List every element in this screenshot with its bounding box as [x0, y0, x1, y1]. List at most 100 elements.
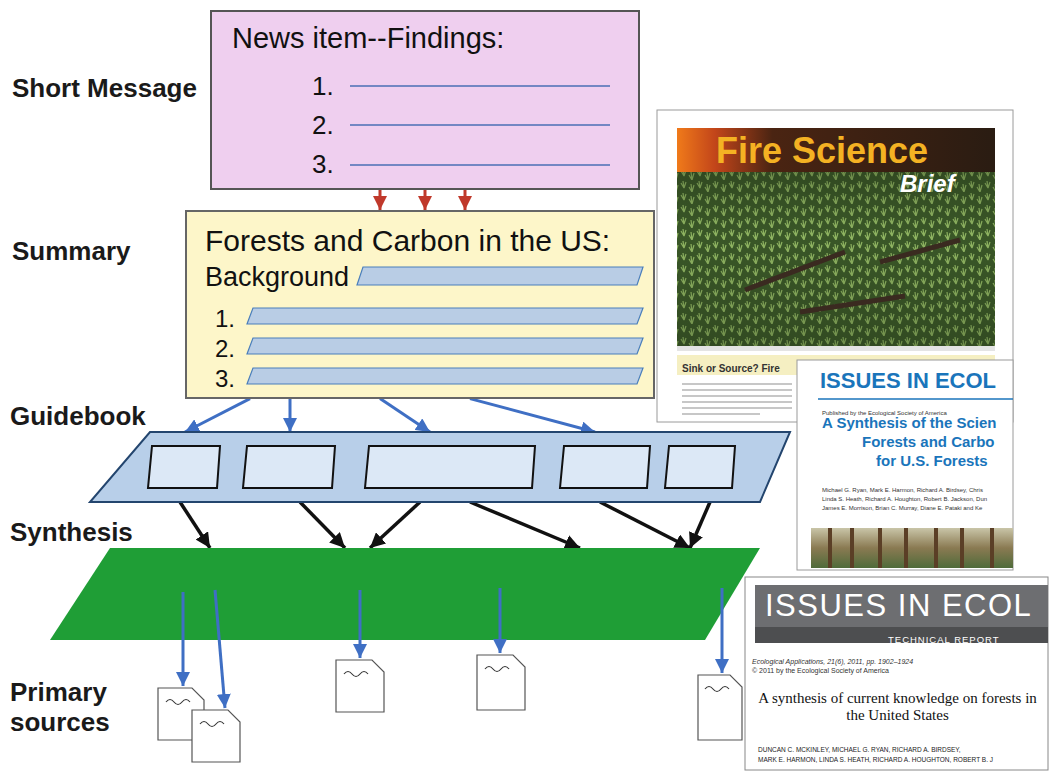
cover-title: A synthesis of current knowledge on fore…	[755, 690, 1040, 725]
document-icon	[192, 710, 240, 762]
cover-authors: DUNCAN C. MCKINLEY, MICHAEL G. RYAN, RIC…	[758, 746, 961, 753]
cover-title: Brief	[900, 170, 955, 198]
document-squiggle	[705, 687, 729, 692]
summary-bar	[247, 308, 643, 324]
document-squiggle	[200, 722, 224, 727]
synthesis-band: Synthesis	[50, 548, 760, 640]
cover-authors: Michael G. Ryan, Mark E. Harmon, Richard…	[822, 487, 983, 494]
cover-title: for U.S. Forests	[876, 452, 988, 469]
flow-arrow	[464, 190, 467, 210]
cover-citation: © 2011 by the Ecological Society of Amer…	[752, 667, 889, 675]
guidebook-section	[665, 446, 735, 488]
forest-photo	[811, 528, 1013, 568]
issues-in-ecology-cover	[797, 360, 1013, 570]
flow-arrow	[380, 399, 430, 432]
flow-arrow	[370, 502, 420, 548]
flow-arrow	[470, 502, 580, 548]
layer-heading: Summary	[12, 237, 131, 267]
guidebook-band-outline	[90, 432, 795, 502]
document-squiggle	[485, 667, 509, 672]
item-number: 3.	[312, 150, 334, 180]
layer-heading: Synthesis	[10, 518, 133, 548]
guidebook-section	[365, 446, 535, 488]
flow-arrow	[379, 190, 382, 210]
cover-page	[797, 360, 1013, 570]
cover-photo-shade	[677, 128, 995, 346]
flow-arrow	[300, 502, 345, 548]
source-arrow	[721, 588, 724, 673]
cover-title: Fire Science	[716, 130, 928, 171]
technical-report-cover	[745, 577, 1048, 770]
cover-headline: Sink or Source? Fire	[682, 363, 780, 375]
document-icon	[336, 660, 384, 712]
cover-authors: Linda S. Heath, Richard A. Houghton, Rob…	[822, 496, 987, 503]
box-title: Forests and Carbon in the US:	[205, 224, 610, 259]
item-number: 1.	[215, 305, 235, 333]
document-icon	[477, 655, 525, 710]
guidebook-band-shape	[90, 432, 790, 502]
fire-science-brief-cover	[657, 110, 1013, 422]
item-number: 3.	[215, 365, 235, 393]
source-arrow	[499, 588, 502, 653]
source-arrow	[359, 590, 362, 658]
document-page	[698, 675, 742, 740]
cover-title-bar	[755, 585, 1048, 627]
cover-rule	[818, 398, 1013, 400]
fallen-logs	[745, 240, 960, 312]
summary-bar	[247, 338, 643, 354]
layer-heading: Guidebook	[10, 402, 146, 432]
cover-page	[657, 110, 1013, 422]
summary-bar	[357, 267, 643, 285]
guidebook-section	[560, 446, 650, 488]
box-title: News item--Findings:	[232, 22, 504, 55]
flow-arrow	[470, 399, 595, 432]
finding-line	[350, 85, 610, 87]
summary-box: SummaryForests and Carbon in the US:Back…	[185, 210, 655, 399]
cover-authors: MARK E. HARMON, LINDA S. HEATH, RICHARD …	[758, 756, 993, 763]
flow-arrow	[180, 502, 210, 548]
section-heading: Background	[205, 262, 349, 293]
item-number: 1.	[312, 72, 334, 102]
flow-arrow	[289, 399, 292, 432]
cover-photo	[677, 128, 995, 346]
flow-arrow	[185, 399, 250, 432]
message-box: Short MessageNews item--Findings:1.2.3.	[210, 10, 640, 190]
source-arrow	[215, 590, 225, 708]
document-squiggle	[344, 672, 368, 677]
cover-citation: Ecological Applications, 21(6), 2011, pp…	[752, 658, 913, 666]
flow-arrow	[690, 502, 710, 548]
document-page	[192, 710, 240, 762]
finding-line	[350, 124, 610, 126]
layer-heading: Short Message	[12, 74, 197, 104]
guidebook-band: Guidebook	[90, 432, 795, 502]
document-squiggle	[166, 700, 190, 705]
body-text-lines	[682, 384, 792, 414]
layer-heading: Primary sources	[10, 678, 150, 738]
photo-caption-strip	[677, 346, 995, 351]
cover-header	[677, 128, 995, 172]
document-page	[336, 660, 384, 712]
synthesis-band-outline	[50, 548, 760, 640]
document-page	[477, 655, 525, 710]
cover-title: A Synthesis of the Scien	[822, 414, 997, 431]
source-arrow	[182, 592, 185, 686]
tree-trunks	[830, 528, 992, 568]
flow-arrow	[600, 502, 690, 548]
cover-title: Forests and Carbo	[862, 433, 995, 450]
guidebook-section	[243, 446, 335, 488]
cover-authors: James E. Morrison, Brian C. Murray, Dian…	[822, 505, 982, 512]
synthesis-band-shape	[50, 548, 760, 640]
cover-subtitle: TECHNICAL REPORT	[888, 635, 1000, 646]
cover-page	[745, 577, 1048, 770]
cover-title: ISSUES IN ECOL	[765, 588, 1032, 624]
item-number: 2.	[312, 111, 334, 141]
guidebook-section	[148, 446, 220, 488]
summary-bar	[247, 368, 643, 384]
document-icon	[698, 675, 742, 740]
flow-arrow	[424, 190, 427, 210]
finding-line	[350, 164, 610, 166]
cover-title: ISSUES IN ECOL	[820, 368, 996, 393]
primary-source-documents	[158, 655, 742, 762]
item-number: 2.	[215, 335, 235, 363]
